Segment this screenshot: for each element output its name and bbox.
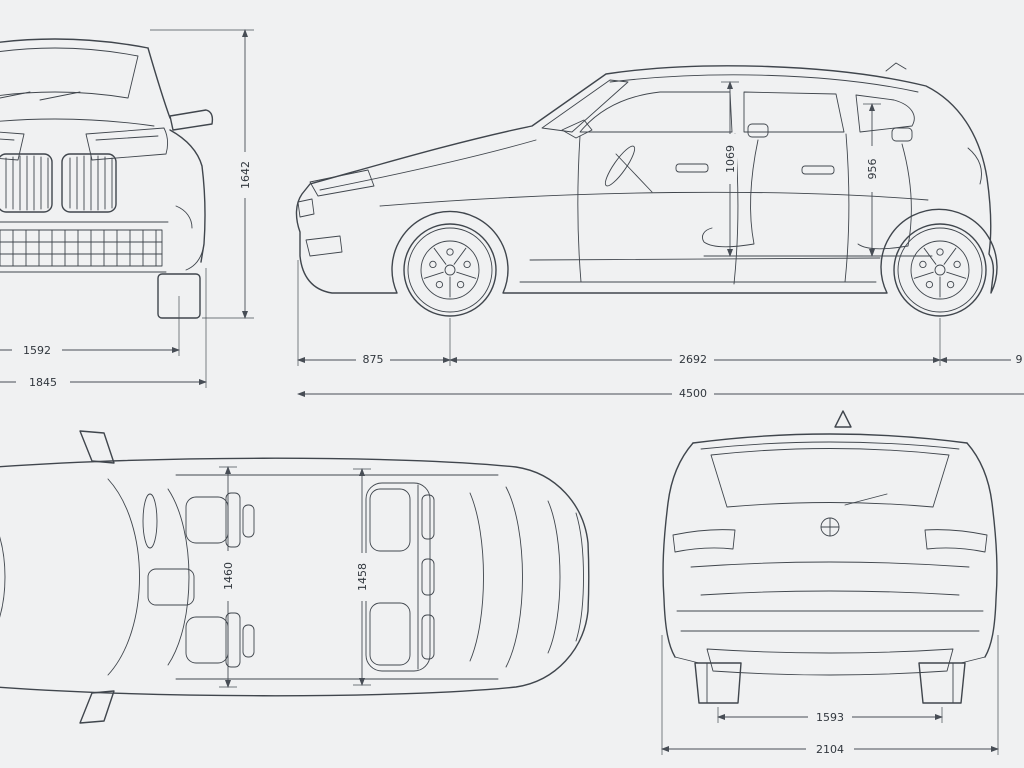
side-bottom-dimensions: 875 2692 9 4500 — [297, 260, 1024, 400]
rear-lower-bumper — [706, 648, 954, 676]
front-width-dimension: 1845 — [0, 268, 207, 389]
front-lower-grid — [0, 229, 163, 267]
rear-right-wheel — [918, 662, 966, 704]
front-car-outline — [0, 38, 214, 319]
top-left-mirror — [79, 430, 115, 464]
side-mirror — [561, 119, 593, 139]
side-taillight — [967, 147, 982, 185]
side-interior-seats — [604, 123, 933, 257]
side-car-outline — [295, 62, 998, 317]
top-front-seats — [142, 492, 255, 668]
wheelbase-label: 2692 — [679, 353, 707, 366]
top-rear-width-label: 1458 — [356, 563, 369, 591]
front-overhang-label: 875 — [363, 353, 384, 366]
top-rear-window — [505, 486, 523, 668]
rear-door-handle — [801, 165, 835, 175]
top-steering-wheel — [142, 493, 158, 549]
front-windshield — [0, 47, 139, 99]
side-front-window — [579, 91, 733, 133]
front-right-mirror — [169, 109, 214, 131]
top-right-mirror — [79, 690, 115, 724]
front-height-label: 1642 — [239, 161, 252, 189]
side-headlight — [309, 169, 375, 197]
rear-track-dimension: 1593 — [717, 707, 943, 724]
side-view-drawing: 1069 956 875 2692 9 4500 — [295, 62, 1024, 400]
rear-left-taillight — [672, 529, 736, 553]
side-rear-interior-height-dimension: 956 — [863, 103, 881, 257]
front-door-handle — [675, 163, 709, 173]
side-antenna-fin — [885, 62, 907, 72]
rear-window — [710, 448, 950, 508]
front-view-drawing: 1642 1592 1845 — [0, 29, 254, 389]
top-view-drawing: 1460 1458 — [0, 430, 590, 724]
top-car-outline — [0, 430, 590, 724]
side-rear-wheel — [893, 223, 987, 317]
side-rear-window — [743, 91, 845, 133]
side-windshield — [541, 79, 629, 133]
top-rear-width-dimension: 1458 — [353, 468, 371, 686]
overall-length-label: 4500 — [679, 387, 707, 400]
front-right-headlight — [85, 127, 169, 161]
top-rear-bench — [365, 482, 435, 672]
top-center-console — [147, 568, 195, 606]
side-front-interior-height-label: 1069 — [724, 145, 737, 173]
top-windshield-base — [107, 478, 140, 676]
front-left-headlight — [0, 131, 25, 161]
side-front-interior-height-dimension: 1069 — [721, 81, 739, 257]
front-track-dimension: 1592 — [0, 296, 180, 357]
top-front-width-dimension: 1460 — [219, 466, 237, 688]
rear-overhang-label: 9 — [1016, 353, 1023, 366]
side-front-wheel — [403, 223, 497, 317]
kidney-grille — [0, 153, 117, 213]
rear-view-drawing: 1593 2104 — [661, 410, 999, 756]
top-roof-front-edge — [167, 488, 190, 666]
steering-wheel — [604, 145, 636, 187]
top-front-width-label: 1460 — [222, 562, 235, 590]
rear-left-wheel — [694, 662, 742, 704]
rear-antenna-fin — [834, 410, 852, 428]
rear-car-outline — [662, 410, 998, 704]
rear-width-dimension: 2104 — [661, 635, 999, 756]
front-width-label: 1845 — [29, 376, 57, 389]
front-track-label: 1592 — [23, 344, 51, 357]
rear-track-label: 1593 — [816, 711, 844, 724]
rear-wiper — [844, 493, 888, 506]
front-height-dimension: 1642 — [150, 29, 254, 319]
side-rear-interior-height-label: 956 — [866, 159, 879, 180]
rear-right-taillight — [924, 529, 988, 553]
rear-width-label: 2104 — [816, 743, 844, 756]
side-quarter-window — [855, 94, 915, 133]
bmw-roundel-icon — [820, 517, 840, 537]
front-wipers — [0, 91, 81, 101]
